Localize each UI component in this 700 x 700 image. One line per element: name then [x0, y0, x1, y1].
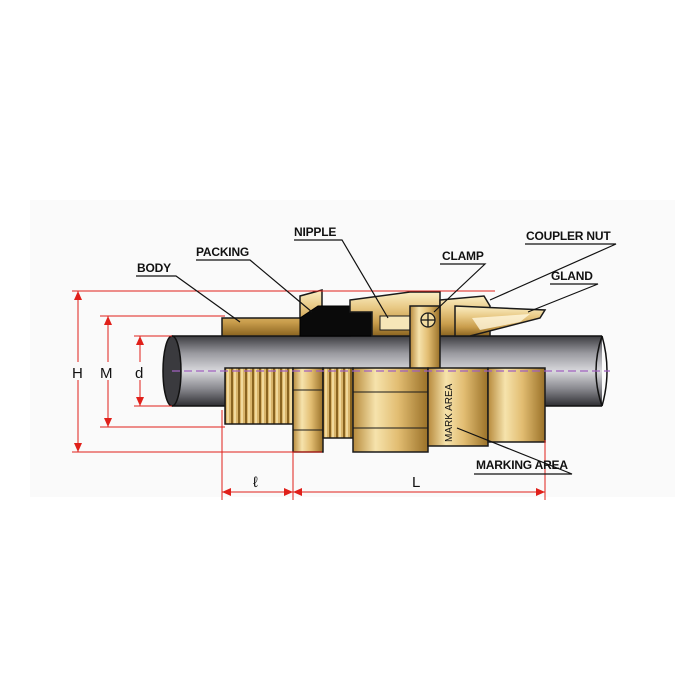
dim-d-label: d — [135, 365, 143, 382]
gland-lower — [487, 367, 546, 443]
label-gland: GLAND — [551, 269, 593, 283]
dim-H-label: H — [72, 365, 83, 382]
dim-L-label: L — [412, 474, 420, 491]
label-packing: PACKING — [196, 245, 249, 259]
body-hex — [292, 367, 324, 453]
label-clamp: CLAMP — [442, 249, 484, 263]
upper-section — [221, 289, 547, 375]
label-coupler-nut: COUPLER NUT — [526, 229, 611, 243]
leader-lines — [136, 239, 617, 475]
label-body: BODY — [137, 261, 171, 275]
marking-area-body — [427, 367, 489, 447]
label-marking-area: MARKING AREA — [476, 458, 568, 472]
label-nipple: NIPPLE — [294, 225, 336, 239]
dim-M-label: M — [100, 365, 113, 382]
entry-thread — [224, 367, 294, 425]
mark-area-text: MARK AREA — [444, 383, 455, 442]
nipple-hex — [352, 367, 429, 453]
dimension-arrows — [74, 291, 545, 496]
lower-exterior: MARK AREA — [224, 367, 546, 453]
dim-l-label: ℓ — [253, 474, 258, 491]
